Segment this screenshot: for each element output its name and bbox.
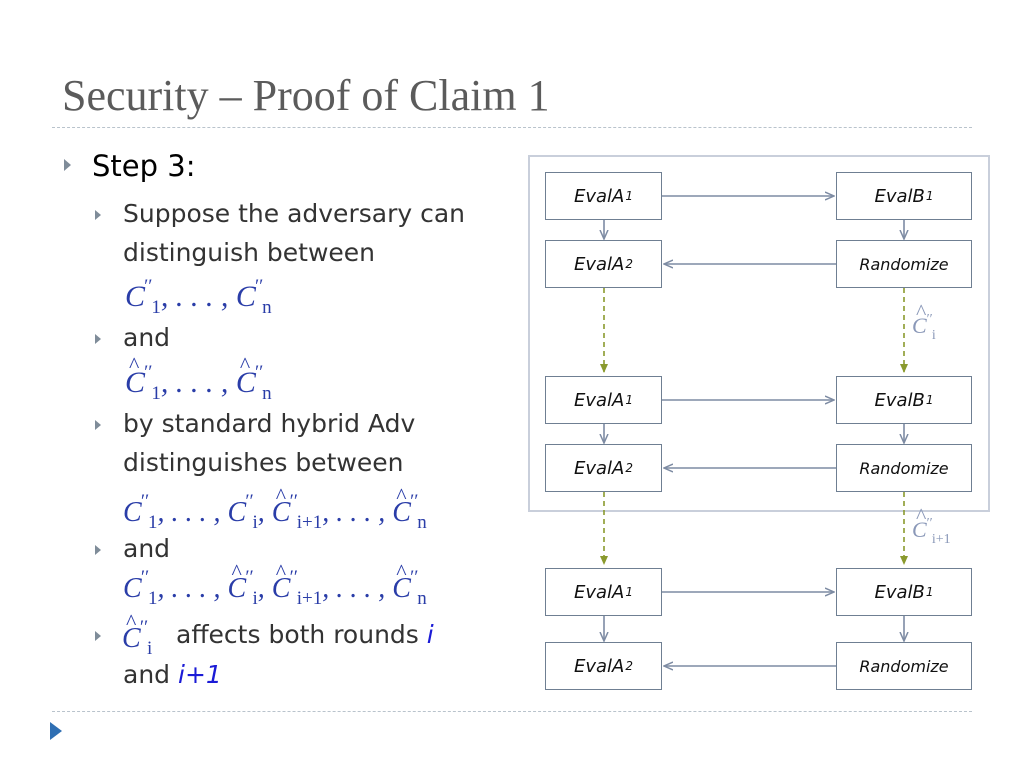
bullet-icon [64, 159, 71, 171]
formula-hybrid-2: C′′1, . . . , C′′i, C′′i+1, . . . , C′′n [123, 559, 427, 610]
formula-chat-i: C′′i [122, 609, 152, 660]
box-randomize-top: Randomize [836, 240, 972, 288]
footer-divider [52, 711, 972, 712]
slide-nav-arrow-icon[interactable] [50, 722, 62, 740]
sub-bullet-icon [95, 420, 101, 430]
sub-bullet-icon [95, 334, 101, 344]
label-chat-i: C′′i [912, 299, 936, 344]
box-randomize-bot: Randomize [836, 642, 972, 690]
bullet-affects-text: affects both rounds i [176, 620, 434, 649]
title-divider [52, 127, 972, 128]
round-i-plus-1: i+1 [178, 660, 222, 689]
highlight-frame [528, 155, 990, 512]
box-randomize-mid: Randomize [836, 444, 972, 492]
bullet-and-2: and [123, 534, 171, 563]
formula-chat1-chatn: C′′1, . . . , C′′n [125, 352, 272, 405]
sub-bullet-icon [95, 545, 101, 555]
sub-bullet-icon [95, 631, 101, 641]
round-i: i [426, 620, 434, 649]
label-chat-i1: C′′i+1 [912, 503, 951, 548]
slide-title: Security – Proof of Claim 1 [62, 71, 550, 120]
bullet-suppose-line1: Suppose the adversary can [123, 199, 465, 228]
bullet-affects-line2: and i+1 [123, 660, 222, 689]
formula-c1-cn: C′′1, . . . , C′′n [125, 276, 272, 318]
bullet-suppose-line2: distinguish between [123, 238, 376, 267]
bullet-and-1: and [123, 323, 171, 352]
bullet-hybrid-line1: by standard hybrid Adv [123, 409, 416, 438]
formula-hybrid-1: C′′1, . . . , C′′i, C′′i+1, . . . , C′′n [123, 483, 427, 534]
bullet-hybrid-line2: distinguishes between [123, 448, 404, 477]
sub-bullet-icon [95, 210, 101, 220]
step-heading: Step 3: [92, 149, 196, 183]
